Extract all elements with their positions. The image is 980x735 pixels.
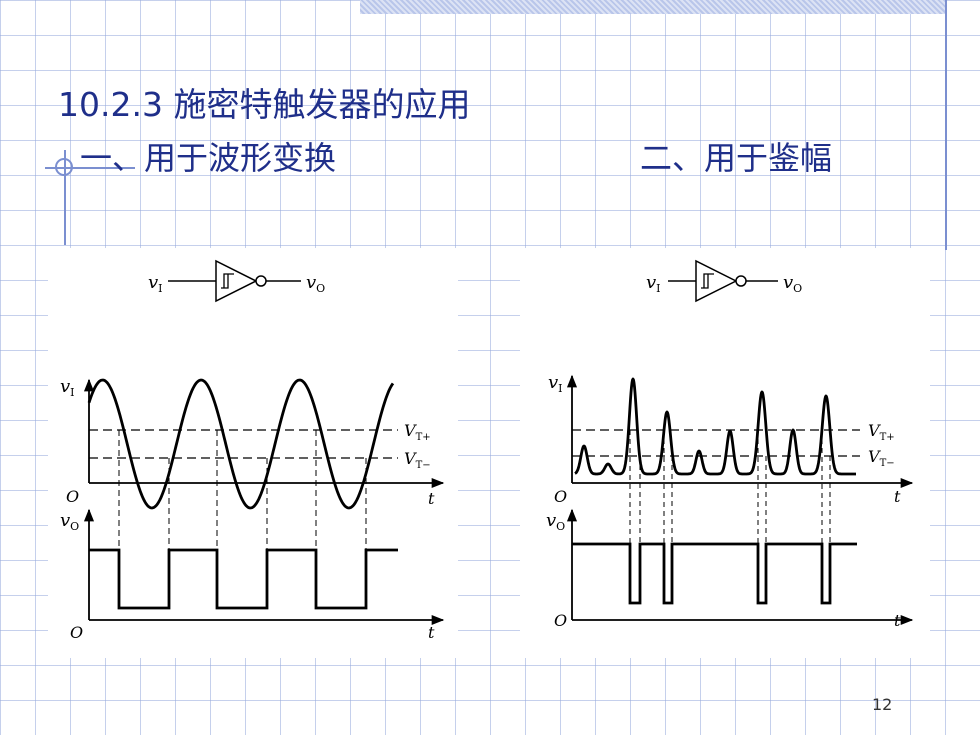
circuit-output-label: vO [306,272,325,295]
vi-origin-label: O [66,487,79,506]
decorative-circle [55,158,73,176]
slide-title: 10.2.3 施密特触发器的应用 [58,85,471,124]
threshold-vt-minus-label: VT− [404,449,431,471]
vi-axis-label: vI [548,372,563,395]
circuit-input-label: vI [646,272,661,295]
vo-axis-label: vO [60,510,79,533]
schmitt-inverter-symbol [168,259,301,303]
threshold-vt-plus-label: VT+ [404,421,431,443]
section-heading-waveform-transform: 一、用于波形变换 [80,139,337,177]
input-sine-waveform [87,378,395,510]
vi-time-label: t [428,489,435,508]
circuit-output-label: vO [783,272,802,295]
circuit-input-label: vI [148,272,163,295]
waveform-transform-diagram: vI vO vI O t VT+ VT− vO O t [48,248,458,658]
page-number: 12 [872,695,893,714]
output-square-waveform [89,548,398,610]
vo-time-label: t [894,611,901,630]
amplitude-discrimination-diagram: vI vO vI O t VT+ VT− vO O t [520,248,930,658]
input-pulse-waveform [574,377,857,476]
schmitt-inverter-symbol [668,259,778,303]
vo-origin-label: O [554,611,567,630]
threshold-vt-plus-label: VT+ [868,421,895,443]
vi-origin-label: O [554,487,567,506]
threshold-vt-minus-label: VT− [868,447,895,469]
vi-time-label: t [894,487,901,506]
decorative-top-strip [360,0,945,14]
decorative-vertical-line-right [945,0,947,250]
vi-axis-label: vI [60,376,75,399]
output-pulse-waveform [572,542,857,605]
decorative-horizontal-line [45,167,135,169]
transition-projection-lines [118,430,367,608]
section-heading-amplitude-discrimination: 二、用于鉴幅 [640,139,833,177]
decorative-vertical-line-left [64,150,66,245]
vo-origin-label: O [70,623,83,642]
vo-time-label: t [428,623,435,642]
vo-axis-label: vO [546,510,565,533]
